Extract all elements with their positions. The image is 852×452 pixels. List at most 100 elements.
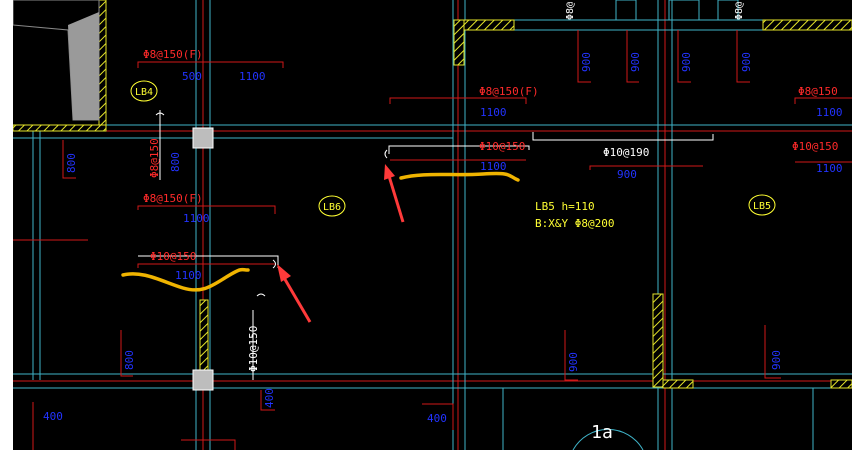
rebar-hook [155,112,165,116]
dimension-line [794,97,852,104]
dimension-text: 400 [263,388,276,408]
dimension-text: 1100 [816,106,843,119]
dimension-line [736,30,750,83]
dimension-line [181,439,236,450]
dimension-text: 400 [427,412,447,425]
rebar-labels: Φ8@150(F) Φ8@150 Φ8@150(F) Φ10@150 Φ8@15… [143,48,838,263]
dimension-text: 1100 [183,212,210,225]
column[interactable] [192,127,214,149]
slab-tag-text: LB5 [753,201,771,212]
dimension-line [577,30,591,83]
dimension-text: 900 [580,52,593,72]
slab-tag-ellipse [318,195,346,217]
rebar-label: Φ10@150 [247,326,260,372]
dimension-line [137,205,276,214]
rebar-label: Φ8@150 [798,85,838,98]
hatched-wall [762,19,852,31]
hatched-wall [199,299,209,371]
hatched-walls [13,0,852,389]
rebar-label: Φ10@150 [479,140,525,153]
slab-plan-drawing: Φ8@ Φ8@ LB4 LB6 LB5 LB5 h=110 B:X&Y Φ8@2… [13,0,852,450]
highlight-stroke [399,171,520,182]
rebar-label: Φ10@150 [792,140,838,153]
dimension-text: 900 [629,52,642,72]
dimension-line [564,330,578,381]
top-rebar-label: Φ8@ [734,2,745,20]
window-frame [717,0,739,21]
dimension-line [389,97,527,104]
slab-tag-lb5[interactable]: LB5 [748,194,776,216]
rebar-label: Φ8@150 [148,138,161,178]
rebar-line [138,255,279,268]
rebar-label: Φ10@150 [150,250,196,263]
rebar-hook [256,293,266,297]
dimension-line [764,325,781,379]
dimension-text: 1100 [175,269,202,282]
axis-bubble-label: 1a [591,422,613,443]
arrow-shaft [281,275,312,323]
annotation-arrow [277,264,312,323]
dimension-text: 1100 [816,162,843,175]
axis-lines [13,0,852,450]
dimension-lines [13,30,852,450]
hatched-wall [13,124,107,132]
rebar-hook [272,259,276,269]
dimension-text: 1100 [480,106,507,119]
stair-shading [68,12,99,120]
dimension-text: 800 [169,152,182,172]
dimension-texts: 500 1100 800 800 1100 1100 800 400 400 4… [43,52,843,425]
hatched-wall [98,0,107,126]
dimension-text: 900 [770,350,783,370]
dimension-line [589,165,703,170]
slab-tag-text: LB4 [135,87,153,98]
hatched-wall [830,379,852,389]
rebar-label: Φ8@150(F) [143,48,203,61]
dimension-line [62,140,76,179]
slab-tag-ellipse [748,194,776,216]
dimension-text: 900 [740,52,753,72]
rebar-label: Φ10@190 [603,146,649,159]
dimension-line [260,390,275,411]
top-rebar-label: Φ8@ [565,2,576,20]
window-frame [668,0,700,21]
slab-tag-lb6[interactable]: LB6 [318,195,346,217]
dimension-text: 900 [680,52,693,72]
slab-description-line1: LB5 h=110 [535,200,595,213]
dimension-text: 800 [123,350,136,370]
rebar-line [388,145,530,154]
hatched-wall [652,293,664,388]
dimension-line [137,263,275,268]
dimension-line [137,61,284,68]
wall-outlines [13,0,852,450]
dimension-text: 500 [182,70,202,83]
dimension-text: 800 [65,153,78,173]
rebar-lines [138,110,714,380]
drawing-canvas[interactable]: Φ8@ Φ8@ LB4 LB6 LB5 LB5 h=110 B:X&Y Φ8@2… [13,0,852,450]
dimension-text: 1100 [239,70,266,83]
arrow-shaft [387,175,405,223]
dimension-line [120,330,133,377]
dimension-text: 1100 [480,160,507,173]
hatched-wall [453,19,465,66]
annotation-arrow [384,164,405,223]
slab-tag-lb4[interactable]: LB4 [130,80,158,102]
rebar-line [532,132,714,141]
dimension-text: 900 [567,352,580,372]
axis-bubble-circle [572,428,644,450]
arrow-head [277,264,291,282]
highlight-stroke [121,267,250,292]
arrow-head [384,164,395,180]
column[interactable] [192,369,214,391]
hatched-wall [662,379,694,389]
dimension-line [422,403,454,430]
rebar-label: Φ8@150(F) [143,192,203,205]
slab-tag-ellipse [130,80,158,102]
dimension-text: 900 [617,168,637,181]
rebar-hook [384,149,388,159]
dimension-line [677,30,691,83]
rebar-label: Φ8@150(F) [479,85,539,98]
window-frame [615,0,637,21]
slab-description-line2: B:X&Y Φ8@200 [535,217,614,230]
dimension-line [626,30,639,83]
